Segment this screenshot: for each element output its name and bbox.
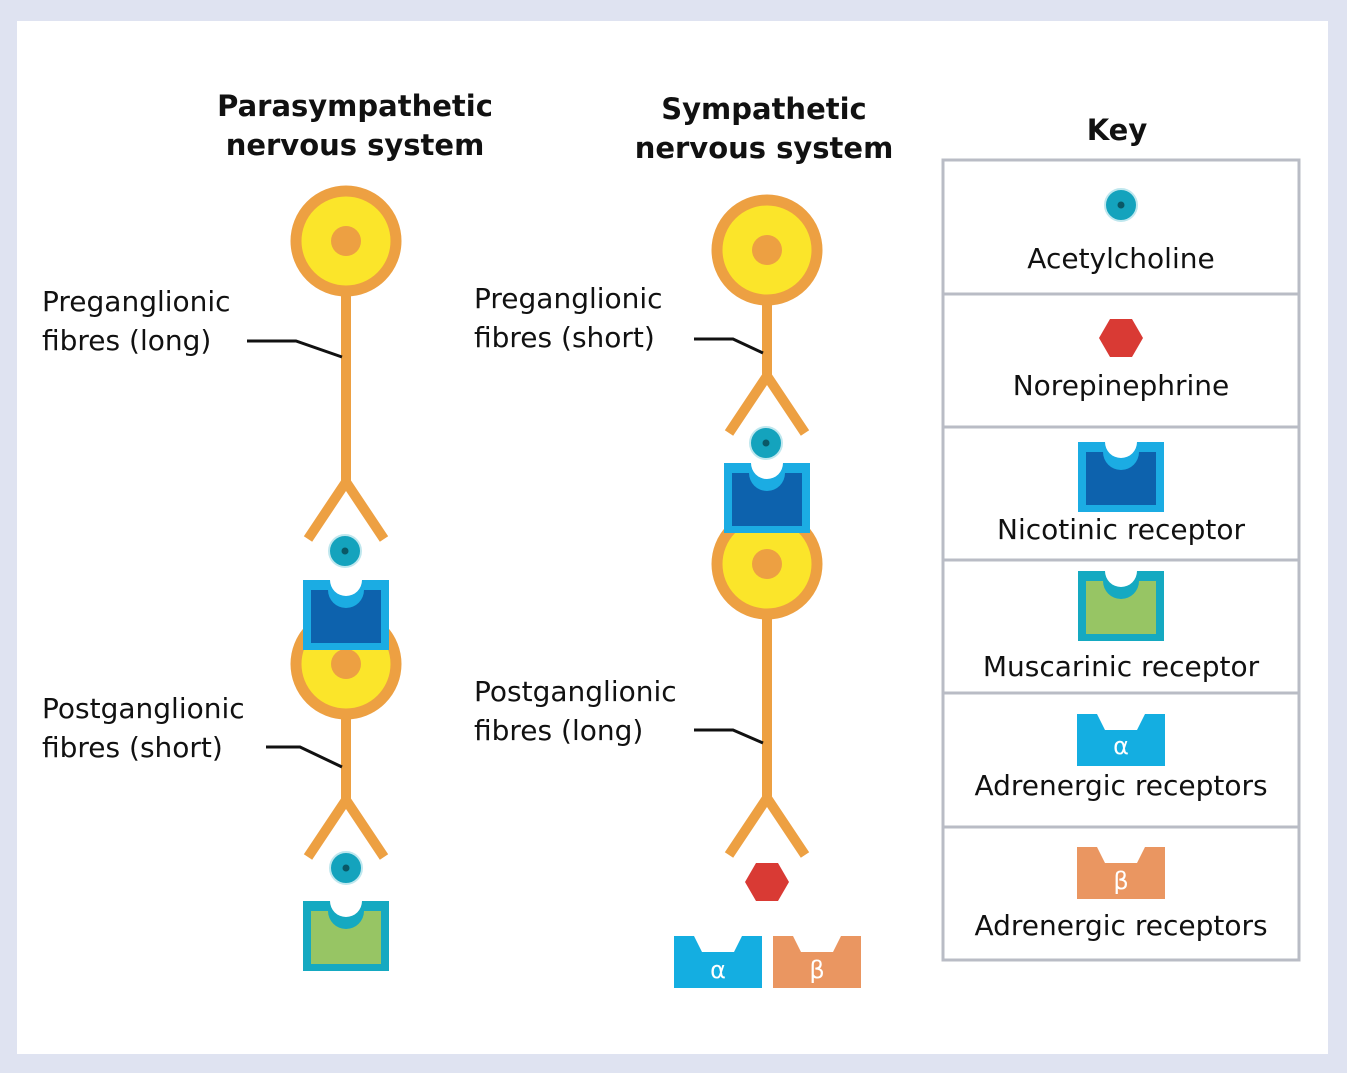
preganglionic-label-line2: fibres (short) [474,321,655,354]
beta-adrenergic-receptor: β [773,936,861,988]
axon-terminal-fork [729,376,805,433]
axon-terminal-fork [308,482,384,539]
preganglionic-cell-body [717,200,817,300]
sympathetic-title-line1: Sympathetic [661,92,867,126]
alpha-adrenergic-receptor: α [674,936,762,988]
beta-glyph: β [809,956,824,984]
acetylcholine-molecule [328,534,362,568]
key-item-acetylcholine: Acetylcholine [1027,188,1215,275]
muscarinic-receptor [303,901,389,971]
postganglionic-label-line2: fibres (long) [474,714,643,747]
key-item-label: Muscarinic receptor [983,650,1260,683]
axon-terminal-fork [308,800,384,857]
acetylcholine-molecule [749,426,783,460]
key-title: Key [1087,113,1148,147]
preganglionic-cell-body [296,191,396,291]
acetylcholine-icon [1104,188,1138,222]
key-item-alpha-adrenergic: α Adrenergic receptors [974,714,1268,802]
preganglionic-label-line2: fibres (long) [42,324,211,357]
nicotinic-receptor [303,580,389,650]
alpha-glyph: α [710,956,726,984]
key-item-label: Acetylcholine [1027,242,1214,275]
acetylcholine-molecule [329,851,363,885]
beta-glyph: β [1113,867,1128,895]
postganglionic-label-line1: Postganglionic [474,675,677,708]
postganglionic-label-line2: fibres (short) [42,731,223,764]
key-item-label: Nicotinic receptor [997,513,1245,546]
postganglionic-leader-line [694,728,764,745]
alpha-glyph: α [1113,732,1129,760]
norepinephrine-molecule [745,863,789,901]
key-item-muscarinic-receptor: Muscarinic receptor [983,571,1260,683]
parasympathetic-column: Parasympathetic nervous system Pregangli… [42,89,493,971]
preganglionic-label-line1: Preganglionic [42,285,231,318]
key-item-label: Adrenergic receptors [974,909,1267,942]
sympathetic-title-line2: nervous system [635,131,894,165]
preganglionic-leader-line [694,337,764,355]
preganglionic-label-line1: Preganglionic [474,282,663,315]
sympathetic-column: Sympathetic nervous system α β Pregangli… [474,92,893,988]
parasympathetic-title-line2: nervous system [226,128,485,162]
key-item-nicotinic-receptor: Nicotinic receptor [997,442,1245,546]
nicotinic-receptor [724,463,810,533]
key-item-label: Norepinephrine [1013,369,1230,402]
postganglionic-label-line1: Postganglionic [42,692,245,725]
key-item-label: Adrenergic receptors [974,769,1267,802]
key-item-beta-adrenergic: β Adrenergic receptors [974,847,1268,942]
key-legend: Key Acetylcholine Norepinephrine Nicotin… [941,113,1301,962]
axon-terminal-fork [729,798,805,855]
postganglionic-leader-line [266,745,343,769]
parasympathetic-title-line1: Parasympathetic [217,89,493,123]
key-item-norepinephrine: Norepinephrine [1013,319,1230,402]
preganglionic-leader-line [247,339,343,359]
